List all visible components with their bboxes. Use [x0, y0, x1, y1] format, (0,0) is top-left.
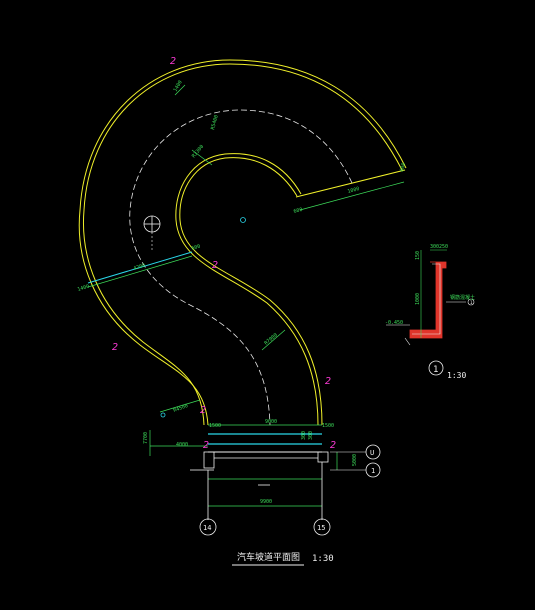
- svg-text:15: 15: [317, 524, 325, 532]
- section-profile: [409, 261, 447, 339]
- dim-left-h: 7700: [143, 432, 149, 444]
- section-ref-bubble-label: 1: [470, 300, 473, 305]
- ramp-outer-edge: [78, 59, 407, 426]
- section-top-dim-2: 250: [439, 244, 448, 250]
- dim-lower-radius: R7000: [263, 332, 278, 346]
- level-mark: 2: [200, 405, 206, 416]
- bottom-structure: [190, 451, 329, 520]
- center-point-left: [160, 412, 166, 418]
- grid-bubble-14: 14: [199, 518, 217, 536]
- level-mark: 2: [112, 342, 118, 353]
- svg-text:U: U: [370, 449, 374, 457]
- dim-bottom-h2: 300: [308, 431, 314, 440]
- level-mark: 2: [330, 440, 336, 451]
- dim-radius2: R3300: [191, 144, 205, 159]
- section-side-dim: 1000: [415, 293, 421, 305]
- grid-bubble-15: 15: [313, 518, 331, 536]
- level-mark: 2: [212, 260, 218, 271]
- section-dimensions: [420, 249, 447, 338]
- dim-left-offset: 1500: [209, 423, 221, 429]
- dim-upper-end: 1000: [347, 186, 360, 195]
- center-point: [240, 217, 246, 223]
- dimension-lines: [87, 84, 405, 507]
- grid-bubble-u: U: [330, 444, 381, 460]
- dim-bottom-h1: 300: [301, 431, 307, 440]
- level-mark: 2: [170, 56, 176, 67]
- section-detail: 1: [386, 261, 475, 346]
- ramp-outer-edge-inner-line: [82, 63, 403, 426]
- dim-upper-end-right: 600: [399, 162, 407, 172]
- level-mark: 2: [325, 376, 331, 387]
- dim-bottom-left: 4000: [176, 442, 188, 448]
- ramp-inner-edge-outer-line: [175, 153, 319, 426]
- level-mark-left: 2: [203, 440, 209, 451]
- dim-total-width: 9900: [260, 499, 272, 505]
- dim-bottom-radius: R4500: [173, 403, 189, 414]
- dim-mid-width: 4200: [133, 263, 146, 272]
- dim-bottom-width: 9000: [265, 419, 277, 425]
- section-symbol: [143, 215, 161, 250]
- dim-upper-end-short: 600: [293, 207, 303, 215]
- ramp-section-line: [87, 251, 193, 284]
- ramp-centerline: [129, 109, 353, 426]
- dim-mid-right: 600: [191, 244, 201, 252]
- ramp-inner-edge: [179, 157, 323, 426]
- section-detail-callout: 1: [428, 360, 444, 376]
- section-right-note: 钢筋混凝土: [450, 294, 475, 301]
- ramp-end-line: [295, 169, 406, 198]
- dim-top-width: 1400: [173, 80, 184, 93]
- dim-bottom-side: 5000: [352, 454, 358, 466]
- dim-mid-left: 1400: [77, 284, 90, 293]
- section-height-dim: 150: [415, 251, 421, 260]
- section-note: -0.450: [385, 320, 403, 326]
- section-top-dim-1: 300: [430, 244, 439, 250]
- svg-text:1: 1: [371, 467, 375, 475]
- ramp-outline: [78, 59, 407, 426]
- svg-text:1: 1: [433, 365, 438, 375]
- drawing-title: 汽车坡道平面图: [237, 551, 300, 563]
- dim-radius1: R5400: [210, 114, 220, 130]
- section-detail-scale: 1:30: [447, 371, 466, 380]
- grid-bubble-1: 1: [330, 462, 381, 478]
- section-ref-bubble: [467, 298, 475, 306]
- drawing-scale: 1:30: [312, 554, 334, 564]
- svg-text:14: 14: [203, 524, 211, 532]
- dim-right-offset: 1500: [322, 423, 334, 429]
